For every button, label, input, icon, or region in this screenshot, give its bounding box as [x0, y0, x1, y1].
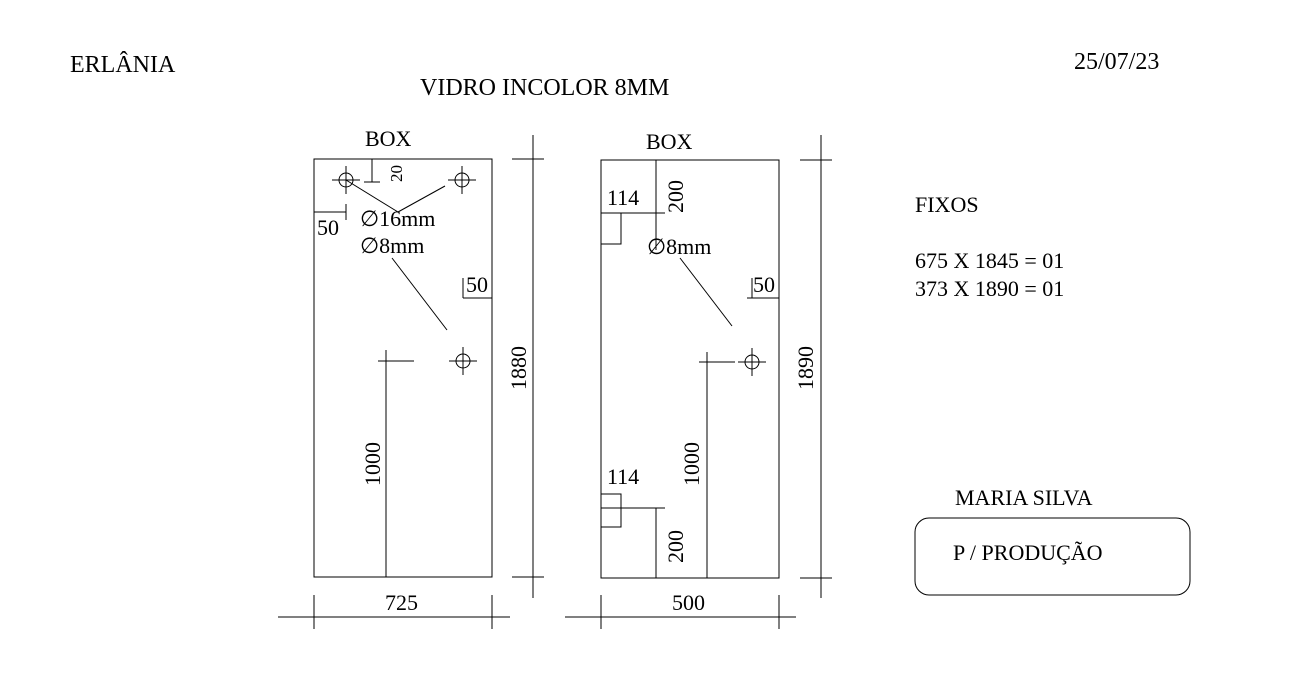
- dim-right-notch-bottom-offset: 200: [663, 530, 688, 563]
- production-stamp: P / PRODUÇÃO: [953, 540, 1103, 565]
- dim-left-height: 1880: [506, 346, 531, 390]
- panel-right-outline: [600, 159, 780, 579]
- dim-left-width: 725: [385, 590, 418, 615]
- client-name: ERLÂNIA: [70, 52, 176, 78]
- leader-left-16mm-b: [397, 185, 446, 213]
- dim-right-height: 1890: [793, 346, 818, 390]
- label-left-16mm: ∅16mm: [360, 206, 435, 231]
- notch-top: [600, 212, 622, 245]
- summary-heading: FIXOS: [915, 192, 979, 217]
- leader-left-16mm: [345, 179, 399, 213]
- production-stamp-box: [914, 517, 1191, 596]
- leader-left-8mm: [391, 257, 448, 331]
- summary-line-1: 675 X 1845 = 01: [915, 248, 1064, 273]
- dim-right-notch-top-offset: 200: [663, 180, 688, 213]
- panel-right: BOX 114 200 ∅8mm 50 1000 114 200: [565, 129, 832, 629]
- panel-left: BOX 20 50 ∅16mm ∅8mm: [278, 126, 544, 629]
- material-spec: VIDRO INCOLOR 8MM: [420, 75, 669, 101]
- notch-bottom: [600, 493, 622, 528]
- dim-right-notch-bottom-width: 114: [607, 464, 639, 489]
- dim-right-width: 500: [672, 590, 705, 615]
- label-left-8mm: ∅8mm: [360, 233, 424, 258]
- hole-top-right-icon: [448, 166, 476, 194]
- hole-right-handle-icon: [738, 348, 766, 376]
- dim-left-handle-side: 50: [466, 272, 488, 297]
- panel-right-title: BOX: [646, 129, 693, 154]
- dim-right-notch-top-width: 114: [607, 185, 639, 210]
- order-date: 25/07/23: [1074, 49, 1159, 75]
- dim-left-hole-top: 20: [387, 165, 406, 182]
- dim-left-handle-height: 1000: [360, 442, 385, 486]
- dim-left-hole-side: 50: [317, 215, 339, 240]
- label-right-8mm: ∅8mm: [647, 234, 711, 259]
- dim-right-handle-height: 1000: [679, 442, 704, 486]
- summary-line-2: 373 X 1890 = 01: [915, 276, 1064, 301]
- panel-left-outline: [313, 158, 493, 578]
- customer-name: MARIA SILVA: [955, 485, 1093, 510]
- dim-right-handle-side: 50: [753, 272, 775, 297]
- hole-handle-icon: [449, 347, 477, 375]
- panel-left-title: BOX: [365, 126, 412, 151]
- leader-right-8mm: [679, 257, 733, 327]
